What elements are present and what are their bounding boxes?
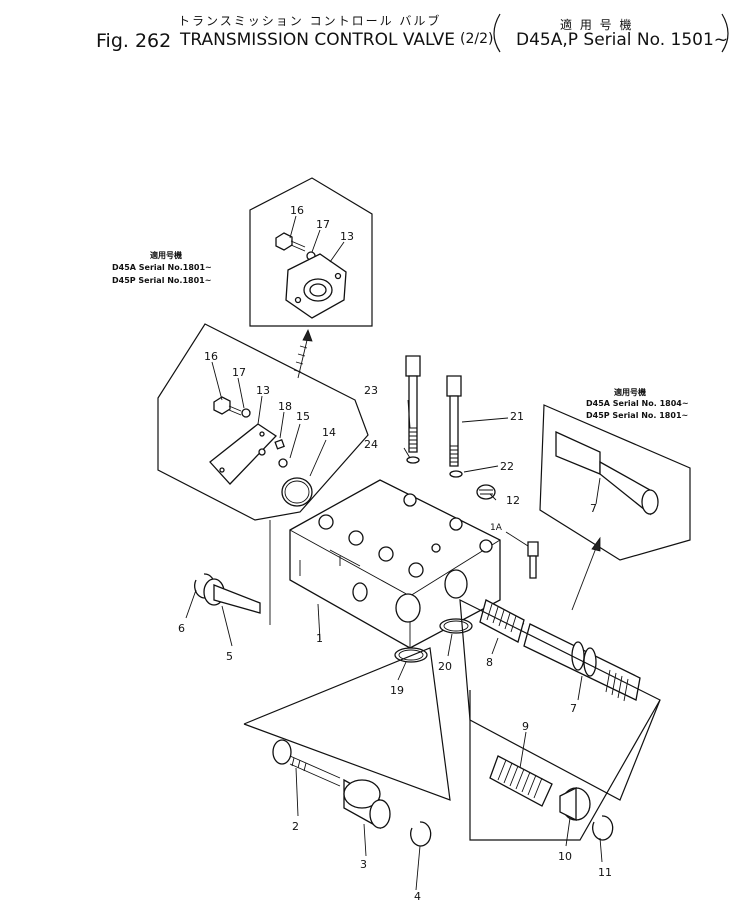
callout-4: 4	[414, 890, 421, 903]
callout-numbers: 16 17 13 16 17 13 18 15 14 23 21 24 22 1…	[178, 204, 612, 903]
callout-9: 9	[522, 720, 529, 733]
right-note-line2: D45P Serial No. 1801~	[586, 411, 689, 420]
callout-21: 21	[510, 410, 524, 423]
callout-7-main: 7	[570, 702, 577, 715]
callout-23: 23	[364, 384, 378, 397]
inset-arrow-shaft	[297, 335, 309, 379]
bolt-21	[446, 375, 462, 467]
inset-arrow-head	[302, 328, 313, 342]
plug-12	[476, 484, 496, 500]
callout-7-inset: 7	[590, 502, 597, 515]
washer-17-left	[241, 408, 251, 418]
plug-5	[203, 578, 261, 614]
callout-24: 24	[364, 438, 378, 451]
japanese-serial-label: 適 用 号 機	[560, 18, 634, 32]
inset-arrow-hatch	[293, 345, 308, 373]
bolt-16-left	[213, 396, 242, 416]
figure-title: TRANSMISSION CONTROL VALVE	[180, 30, 455, 50]
callout-13-top: 13	[340, 230, 354, 243]
right-arrow-shaft	[571, 547, 597, 611]
spool-7-main	[523, 623, 641, 702]
callout-22: 22	[500, 460, 514, 473]
callout-5: 5	[226, 650, 233, 663]
top-inset-panel	[249, 177, 373, 327]
fitting-1a	[527, 541, 539, 579]
callout-16-top: 16	[290, 204, 304, 217]
callout-1a: 1A	[490, 523, 503, 533]
o-ring-15	[278, 458, 288, 468]
flange-13-top	[285, 253, 347, 319]
callout-15: 15	[296, 410, 310, 423]
left-note-line1: D45A Serial No.1801~	[112, 263, 212, 272]
callout-17-top: 17	[316, 218, 330, 231]
serial-bracket-right	[721, 13, 729, 53]
figure-fraction: (2/2)	[460, 31, 494, 47]
snap-ring-4	[410, 821, 432, 847]
leader-lines	[185, 215, 603, 891]
cylinder-3	[343, 778, 391, 830]
callout-12: 12	[506, 494, 520, 507]
bolt-23	[405, 355, 421, 453]
valve-body-1	[289, 479, 501, 649]
right-arrow-head	[591, 536, 601, 552]
callout-17-left: 17	[232, 366, 246, 379]
callout-20: 20	[438, 660, 452, 673]
figure-number: Fig. 262	[96, 30, 172, 52]
right-note-line1: D45A Serial No. 1804~	[586, 399, 689, 408]
plug-18	[274, 438, 285, 450]
callout-6: 6	[178, 622, 185, 635]
spring-inset-panel	[469, 690, 661, 841]
right-note-jp: 適用号機	[614, 388, 646, 397]
serial-range: D45A,P Serial No. 1501~	[516, 30, 729, 50]
bolt-16-top	[275, 232, 306, 252]
callout-18: 18	[278, 400, 292, 413]
spring-9	[489, 755, 553, 807]
washer-22	[449, 470, 463, 478]
washer-24	[406, 456, 420, 464]
callout-14: 14	[322, 426, 336, 439]
callout-13-left: 13	[256, 384, 270, 397]
callout-19: 19	[390, 684, 404, 697]
o-ring-14	[281, 477, 313, 507]
piston-2	[272, 739, 341, 787]
serial-bracket-left	[493, 13, 501, 53]
callout-10: 10	[558, 850, 572, 863]
spool-7-inset	[555, 430, 659, 516]
plug-10	[559, 786, 591, 822]
left-inset-panel	[157, 323, 369, 521]
callout-8: 8	[486, 656, 493, 669]
right-lower-panel	[459, 598, 661, 801]
callout-1: 1	[316, 632, 323, 645]
callout-11: 11	[598, 866, 612, 879]
plate-13-left	[209, 423, 278, 485]
lower-left-panel	[243, 647, 451, 801]
japanese-title: トランスミッション コントロール バルブ	[178, 14, 442, 28]
right-inset-panel	[539, 404, 691, 561]
callout-2: 2	[292, 820, 299, 833]
callout-3: 3	[360, 858, 367, 871]
callout-16-left: 16	[204, 350, 218, 363]
left-note-line2: D45P Serial No.1801~	[112, 276, 212, 285]
left-note-jp: 適用号機	[150, 251, 182, 260]
snap-ring-11	[592, 815, 614, 841]
